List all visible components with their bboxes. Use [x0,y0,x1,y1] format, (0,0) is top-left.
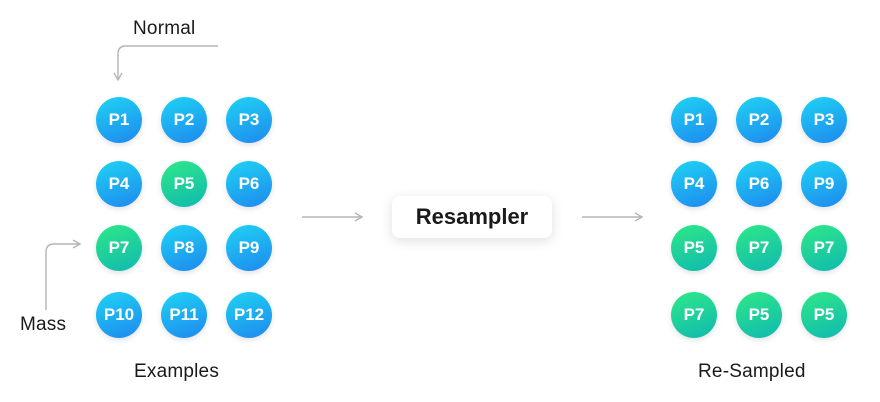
example-node: P4 [96,161,142,207]
resampled-node: P5 [736,292,782,338]
example-node: P9 [226,225,272,271]
example-node: P5 [161,161,207,207]
example-node: P1 [96,97,142,143]
example-node: P3 [226,97,272,143]
resampler-label: Resampler [415,204,529,229]
resampled-node: P2 [736,97,782,143]
resampled-node: P7 [671,292,717,338]
resampled-node: P3 [801,97,847,143]
examples-label: Examples [134,361,220,382]
example-node: P12 [226,292,272,338]
example-node: P8 [161,225,207,271]
example-node: P2 [161,97,207,143]
resampled-node: P5 [801,292,847,338]
example-node: P11 [161,292,207,338]
resampled-node: P6 [736,161,782,207]
mass-callout-arrow [45,239,82,310]
resampler-box: Resampler [392,196,552,238]
resampled-node: P5 [671,225,717,271]
resampled-node: P4 [671,161,717,207]
mass-label: Mass [20,314,67,335]
normal-callout-arrow [113,45,218,82]
resampled-label: Re-Sampled [698,361,806,382]
example-node: P7 [96,225,142,271]
resampled-node: P1 [671,97,717,143]
example-node: P6 [226,161,272,207]
normal-label: Normal [133,18,196,39]
resampled-node: P7 [736,225,782,271]
resampled-node: P9 [801,161,847,207]
resampled-node: P7 [801,225,847,271]
example-node: P10 [96,292,142,338]
